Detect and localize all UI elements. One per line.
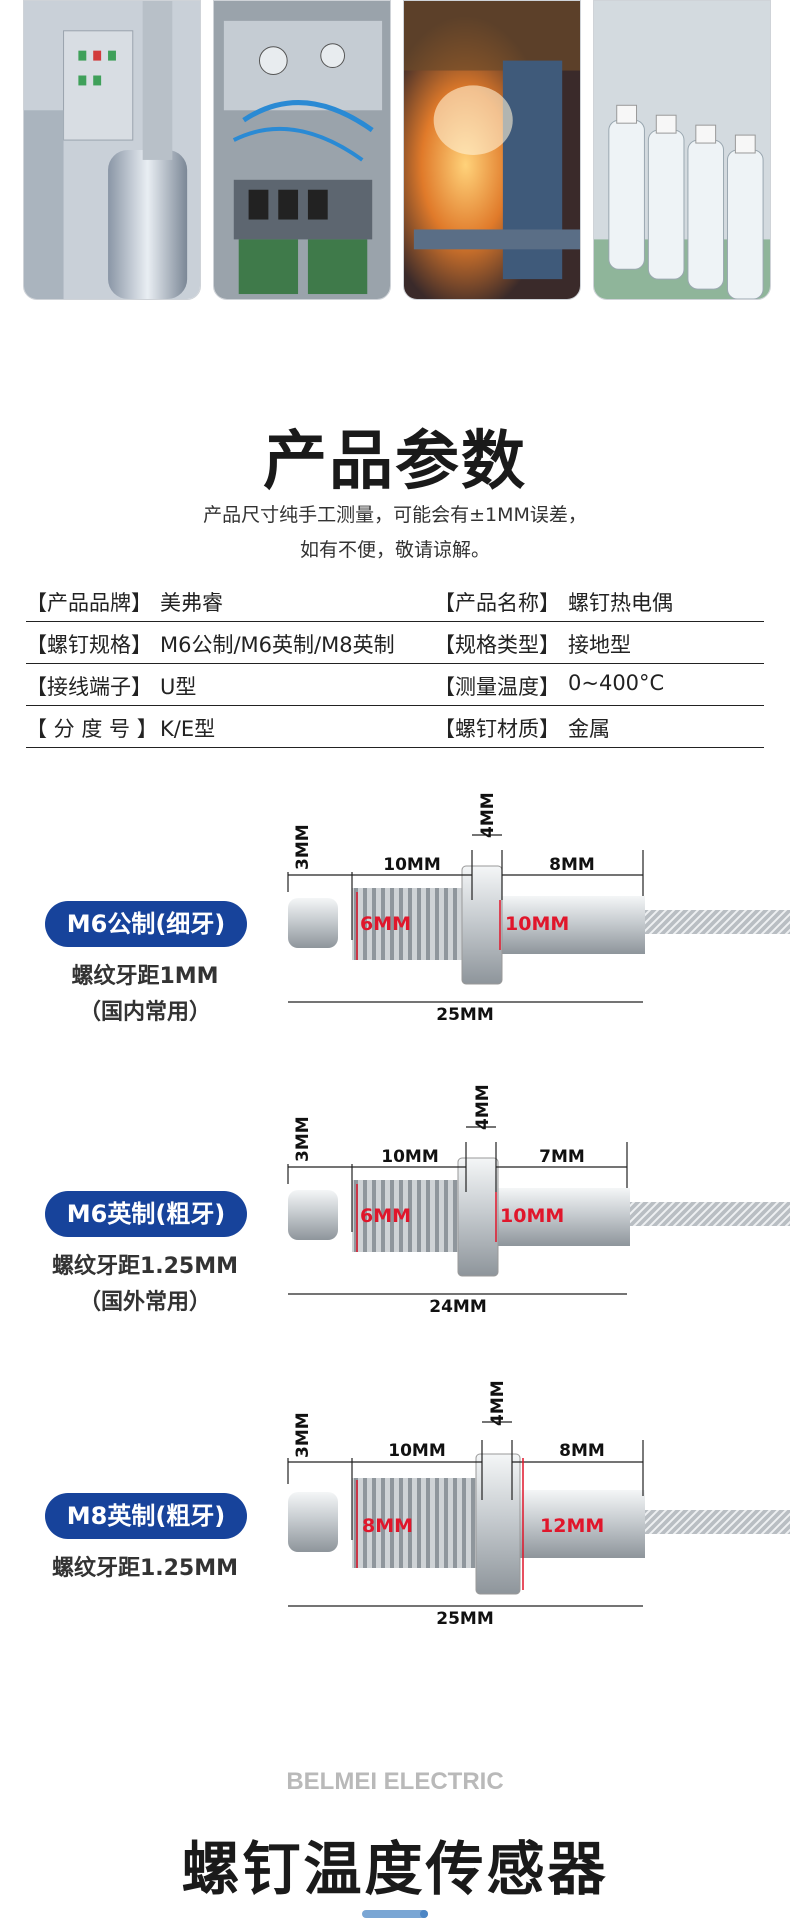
spec-name-badge: M6英制(粗牙) bbox=[45, 1191, 247, 1237]
params-note-line1: 产品尺寸纯手工测量，可能会有±1MM误差， bbox=[203, 504, 587, 526]
photo-bottles bbox=[593, 0, 771, 300]
spec-usage: （国内常用） bbox=[78, 1000, 211, 1025]
params-table: 【产品品牌】 美弗睿 【产品名称】 螺钉热电偶 【螺钉规格】 M6公制/M6英制… bbox=[26, 580, 764, 748]
param-value: 美弗睿 bbox=[160, 591, 223, 615]
params-row: 【 分 度 号 】 K/E型 【螺钉材质】 金属 bbox=[26, 706, 764, 748]
dim-head-length: 3MM bbox=[293, 1116, 313, 1162]
param-label: 【螺钉规格】 bbox=[26, 633, 152, 657]
brand-name: BELMEI ELECTRIC bbox=[286, 1768, 504, 1795]
dim-tube-diameter: 10MM bbox=[500, 1205, 564, 1227]
param-value: 接地型 bbox=[568, 633, 631, 657]
dim-nut-thickness: 4MM bbox=[478, 792, 498, 838]
dim-thread-diameter: 8MM bbox=[362, 1515, 413, 1537]
dim-total-length: 24MM bbox=[429, 1297, 487, 1317]
param-value: 0~400°C bbox=[568, 671, 665, 695]
spec-pitch: 螺纹牙距1MM bbox=[71, 964, 219, 989]
dim-total-length: 25MM bbox=[436, 1609, 494, 1629]
dim-tail-length: 7MM bbox=[539, 1147, 585, 1167]
param-value: K/E型 bbox=[160, 717, 216, 741]
spec-usage: （国外常用） bbox=[78, 1290, 211, 1315]
product-title: 螺钉温度传感器 bbox=[181, 1835, 609, 1903]
title-underline-decoration bbox=[362, 1910, 428, 1918]
param-value: M6公制/M6英制/M8英制 bbox=[160, 633, 395, 657]
params-title: 产品参数 bbox=[263, 425, 527, 499]
dim-thread-length: 10MM bbox=[383, 855, 441, 875]
screw-diagram: 3MM 10MM 4MM 7MM 24MM 6MM 10MM bbox=[287, 1072, 790, 1317]
dim-thread-length: 10MM bbox=[388, 1441, 446, 1461]
dim-thread-diameter: 6MM bbox=[360, 1205, 411, 1227]
param-label: 【产品名称】 bbox=[434, 591, 560, 615]
spec-name-badge: M8英制(粗牙) bbox=[45, 1493, 247, 1539]
screw-diagram: 3MM 10MM 4MM 8MM 25MM 6MM 10MM bbox=[287, 780, 790, 1025]
photo-steel-tanks bbox=[23, 0, 201, 300]
param-value: 金属 bbox=[568, 717, 610, 741]
screw-diagram: 3MM 10MM 4MM 8MM 25MM 8MM 12MM bbox=[287, 1380, 790, 1629]
dim-tube-diameter: 10MM bbox=[505, 913, 569, 935]
dim-nut-thickness: 4MM bbox=[488, 1380, 508, 1426]
params-row: 【螺钉规格】 M6公制/M6英制/M8英制 【规格类型】 接地型 bbox=[26, 622, 764, 664]
param-value: 螺钉热电偶 bbox=[568, 591, 673, 615]
dim-nut-thickness: 4MM bbox=[473, 1084, 493, 1130]
photo-furnace bbox=[403, 0, 581, 300]
dim-thread-length: 10MM bbox=[381, 1147, 439, 1167]
dim-head-length: 3MM bbox=[293, 1412, 313, 1458]
dim-total-length: 25MM bbox=[436, 1005, 494, 1025]
spec-name-badge: M6公制(细牙) bbox=[45, 901, 247, 947]
param-label: 【测量温度】 bbox=[434, 675, 560, 699]
param-value: U型 bbox=[160, 675, 197, 699]
param-label: 【螺钉材质】 bbox=[434, 717, 560, 741]
param-label: 【规格类型】 bbox=[434, 633, 560, 657]
dim-tube-diameter: 12MM bbox=[540, 1515, 604, 1537]
dim-tail-length: 8MM bbox=[549, 855, 595, 875]
spec-pitch: 螺纹牙距1.25MM bbox=[51, 1556, 239, 1581]
param-label: 【 分 度 号 】 bbox=[26, 717, 158, 741]
params-row: 【接线端子】 U型 【测量温度】 0~400°C bbox=[26, 664, 764, 706]
photo-pneumatic-panel bbox=[213, 0, 391, 300]
params-row: 【产品品牌】 美弗睿 【产品名称】 螺钉热电偶 bbox=[26, 580, 764, 622]
spec-pitch: 螺纹牙距1.25MM bbox=[51, 1254, 239, 1279]
param-label: 【产品品牌】 bbox=[26, 591, 152, 615]
dim-tail-length: 8MM bbox=[559, 1441, 605, 1461]
param-label: 【接线端子】 bbox=[26, 675, 152, 699]
params-note-line2: 如有不便，敬请谅解。 bbox=[299, 539, 490, 561]
dim-head-length: 3MM bbox=[293, 824, 313, 870]
dim-thread-diameter: 6MM bbox=[360, 913, 411, 935]
title-underline-dot bbox=[420, 1910, 428, 1918]
